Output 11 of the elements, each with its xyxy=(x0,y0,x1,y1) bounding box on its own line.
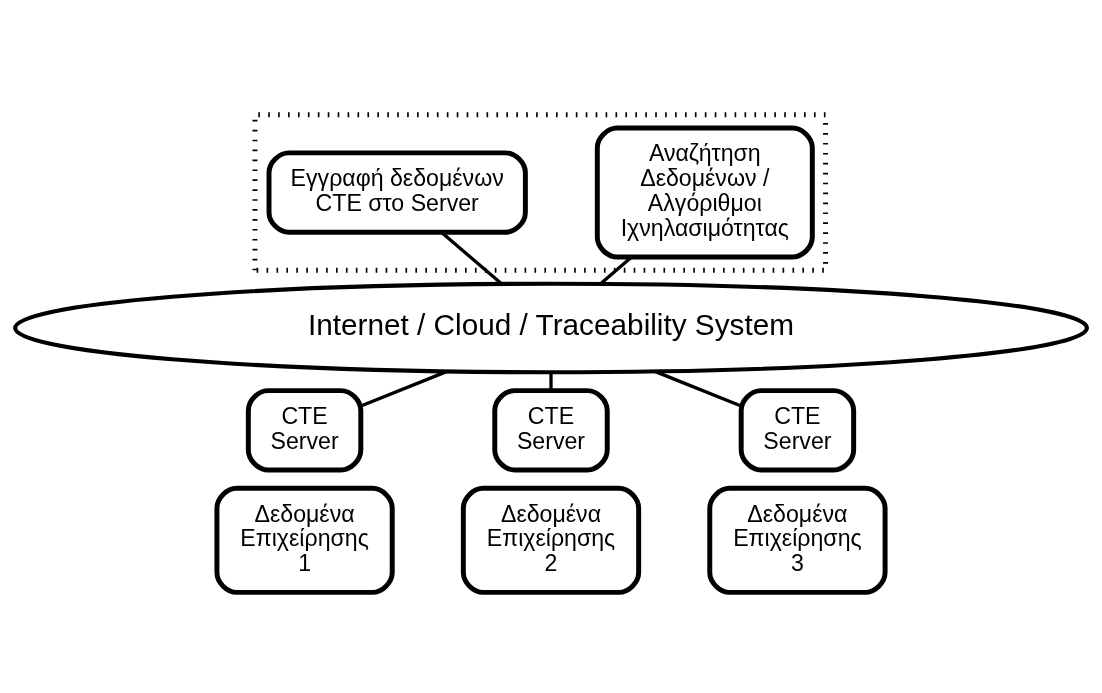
node-box: CTE Server xyxy=(492,387,610,472)
node-box: Εγγραφή δεδομένων CTE στο Server xyxy=(266,149,528,235)
node-ellipse: Internet / Cloud / Traceability System xyxy=(13,281,1089,374)
node-box: CTE Server xyxy=(245,387,364,472)
node-box: CTE Server xyxy=(738,387,857,472)
connector xyxy=(549,372,553,390)
cluster xyxy=(252,111,828,273)
node-box: Δεδομένα Επιχείρησης 3 xyxy=(707,485,888,595)
node-box: Δεδομένα Επιχείρησης 1 xyxy=(214,485,395,595)
node-box: Δεδομένα Επιχείρησης 2 xyxy=(460,485,642,595)
node-box: Αναζήτηση Δεδομένων / Αλγόριθμοι Ιχνηλασιμότητας xyxy=(594,125,815,260)
